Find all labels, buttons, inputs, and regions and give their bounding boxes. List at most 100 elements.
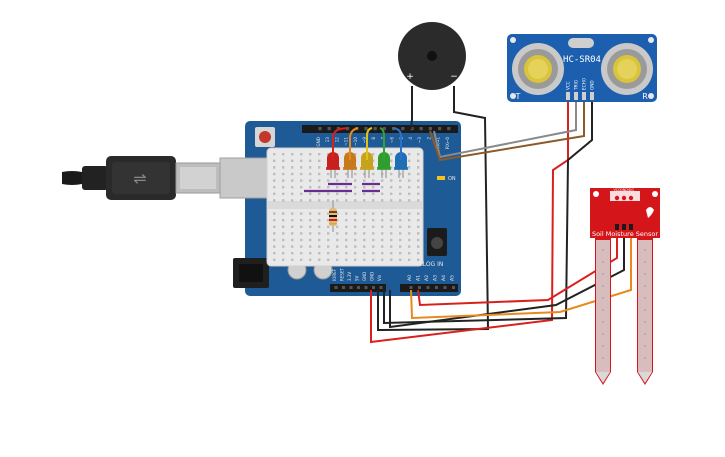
- digital-pin-hole[interactable]: [382, 127, 386, 131]
- wire-soil-signal: [410, 228, 632, 320]
- digital-pin-label: GND: [316, 137, 321, 147]
- soil-pin-label: SIG: [628, 188, 634, 192]
- digital-pin-hole[interactable]: [401, 127, 405, 131]
- ultrasonic-receiver-mark: R: [642, 92, 648, 101]
- wire-soil-vcc: [417, 228, 618, 307]
- breadboard-divider: [267, 201, 423, 209]
- on-led: [437, 176, 445, 180]
- wire-ultrasonic-echo: [429, 98, 585, 162]
- soil-sensor-pins: [615, 224, 633, 230]
- crystal-oscillator: [568, 38, 594, 48]
- reset-button[interactable]: [259, 131, 271, 143]
- led-blue[interactable]: [394, 152, 408, 178]
- digital-pin-label: ~11: [344, 137, 349, 146]
- led-orange[interactable]: [343, 152, 357, 178]
- wire-buzzer-ground: [377, 86, 490, 332]
- wire-led-orange: [349, 127, 359, 160]
- ultrasonic-transmitter-mark: T: [515, 92, 521, 101]
- analog-pin-hole[interactable]: [443, 286, 447, 289]
- usb-icon: ⇌: [133, 169, 146, 188]
- digital-pin-label: 13: [325, 137, 330, 143]
- analog-pin-label: A2: [424, 275, 430, 281]
- digital-pin-hole[interactable]: [373, 127, 377, 131]
- digital-pin-hole[interactable]: [447, 127, 451, 131]
- soil-sensor-pin[interactable]: [622, 224, 626, 230]
- digital-pin-hole[interactable]: [346, 127, 350, 131]
- probe-right: [638, 240, 652, 372]
- analog-header-label: ANALOG IN: [410, 261, 443, 268]
- digital-pin-hole[interactable]: [364, 127, 368, 131]
- analog-pin-label: A1: [416, 275, 422, 281]
- transducer-right: [601, 43, 653, 95]
- breadboard-holes: [273, 153, 420, 261]
- soil-sensor-pin[interactable]: [629, 224, 633, 230]
- power-pin-label: GND: [370, 272, 375, 281]
- buzzer-hole: [427, 51, 437, 61]
- resistor[interactable]: [329, 200, 337, 232]
- ultrasonic-pin-label: GND: [590, 80, 595, 90]
- soil-pin-label: VCC: [613, 188, 621, 192]
- digital-pin-label: ~3: [417, 137, 422, 144]
- piezo-buzzer[interactable]: + −: [398, 22, 466, 90]
- wire-led-red: [332, 127, 348, 160]
- power-pin-label: 3.3V: [347, 272, 352, 281]
- power-pin-label: Vin: [377, 274, 382, 281]
- digital-pin-hole[interactable]: [438, 127, 442, 131]
- digital-pin-label: 12: [334, 137, 339, 143]
- analog-pin-hole[interactable]: [418, 286, 421, 289]
- wire-led-yellow: [366, 127, 373, 160]
- buzzer-plus-label: +: [406, 72, 414, 82]
- led-red[interactable]: [326, 152, 340, 178]
- ultrasonic-pin[interactable]: [574, 92, 578, 100]
- power-pin-hole[interactable]: [379, 286, 383, 289]
- analog-pin-label: A4: [441, 275, 447, 281]
- ultrasonic-pin[interactable]: [582, 92, 586, 100]
- ultrasonic-pin[interactable]: [566, 92, 570, 100]
- analog-pin-hole[interactable]: [452, 286, 455, 289]
- digital-pin-hole[interactable]: [419, 127, 423, 131]
- led-green[interactable]: [377, 152, 391, 178]
- wire-ultrasonic-vcc: [370, 98, 569, 344]
- usb-cable[interactable]: ⇌: [62, 156, 221, 200]
- power-pin-hole[interactable]: [349, 286, 353, 289]
- power-pin-hole[interactable]: [357, 286, 360, 289]
- digital-pin-hole[interactable]: [327, 127, 331, 131]
- ultrasonic-model-label: HC-SR04: [563, 55, 601, 65]
- ultrasonic-pin-label: VCC: [566, 81, 571, 90]
- power-pin-hole[interactable]: [334, 286, 338, 289]
- soil-sensor-caption: Soil Moisture Sensor: [592, 230, 658, 238]
- soil-sensor-pin[interactable]: [615, 224, 619, 230]
- power-pin-label: IOREF: [332, 268, 337, 281]
- analog-pin-label: A0: [407, 275, 413, 281]
- mini-breadboard[interactable]: [266, 147, 424, 267]
- wire-soil-gnd: [389, 228, 625, 329]
- transducer-left: [512, 43, 564, 95]
- power-pin-hole[interactable]: [342, 286, 345, 289]
- digital-pin-label: ~6: [390, 137, 395, 144]
- wire-buzzer-signal: [410, 86, 413, 130]
- analog-pin-label: A5: [450, 275, 456, 281]
- analog-pin-hole[interactable]: [426, 286, 430, 289]
- power-pin-hole[interactable]: [372, 286, 375, 289]
- power-pin-label: 5V: [355, 275, 360, 281]
- on-led-label: ON: [448, 176, 456, 182]
- analog-pin-hole[interactable]: [435, 286, 438, 289]
- ultrasonic-pin[interactable]: [590, 92, 594, 100]
- digital-pin-label: 2: [426, 137, 431, 140]
- power-pin-hole[interactable]: [364, 286, 368, 289]
- led-yellow[interactable]: [360, 152, 374, 178]
- sparkfun-flame-icon: [646, 207, 654, 218]
- digital-pin-hole[interactable]: [428, 127, 432, 131]
- digital-pin-hole[interactable]: [318, 127, 322, 131]
- analog-pin-hole[interactable]: [409, 286, 413, 289]
- probe-left: [596, 240, 610, 372]
- digital-pin-label: 8: [371, 137, 376, 140]
- wire-ultrasonic-gnd: [383, 98, 593, 325]
- ultrasonic-pin-label: TRIG: [574, 80, 579, 91]
